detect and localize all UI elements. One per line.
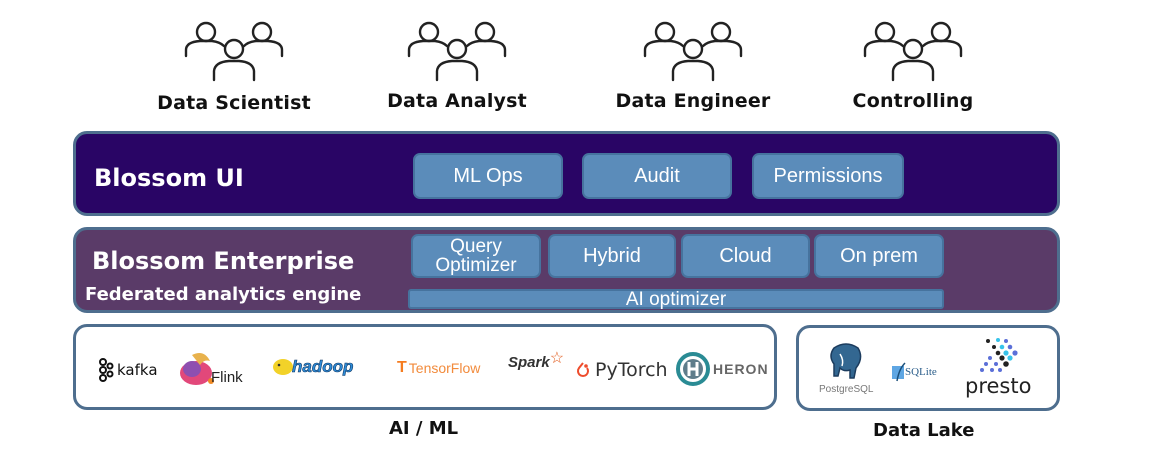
ai-ml-caption: AI / ML xyxy=(389,418,459,439)
users-group-icon xyxy=(407,21,507,82)
ai-ml-layer: kafka Flink hadoop T TensorFlow Spark ☆ … xyxy=(73,324,777,410)
postgresql-logo: PostgreSQL xyxy=(819,342,873,395)
on-prem-module: On prem xyxy=(814,234,944,278)
tensorflow-label: TensorFlow xyxy=(408,360,481,376)
ml-ops-module: ML Ops xyxy=(413,153,563,199)
hadoop-logo: hadoop xyxy=(272,357,354,377)
persona-data-engineer: Data Engineer xyxy=(593,20,793,112)
users-group-icon xyxy=(184,21,284,82)
heron-label: HERON xyxy=(713,361,769,377)
permissions-module: Permissions xyxy=(752,153,904,199)
sqlite-label: SQLite xyxy=(905,366,937,378)
heron-logo: HERON xyxy=(676,352,769,386)
blossom-enterprise-subtitle: Federated analytics engine xyxy=(85,284,362,305)
cloud-module: Cloud xyxy=(681,234,810,278)
tensorflow-logo: T TensorFlow xyxy=(397,359,480,377)
persona-data-scientist: Data Scientist xyxy=(134,20,334,114)
hadoop-label: hadoop xyxy=(292,357,354,377)
sqlite-logo: SQLite xyxy=(891,362,937,382)
persona-label: Controlling xyxy=(852,90,974,112)
ai-optimizer-bar: AI optimizer xyxy=(408,289,944,309)
flink-squirrel-icon xyxy=(180,353,214,385)
postgresql-label: PostgreSQL xyxy=(819,384,874,395)
spark-logo: Spark ☆ xyxy=(508,350,564,372)
users-group-icon xyxy=(863,21,963,82)
blossom-ui-title: Blossom UI xyxy=(94,164,244,192)
flink-logo: Flink xyxy=(178,349,243,387)
persona-controlling: Controlling xyxy=(813,20,1013,112)
data-lake-caption: Data Lake xyxy=(873,420,975,441)
hadoop-elephant-icon xyxy=(273,359,293,375)
kafka-logo: kafka xyxy=(98,358,158,382)
blossom-ui-layer: Blossom UI ML Ops Audit Permissions xyxy=(73,131,1060,216)
persona-data-analyst: Data Analyst xyxy=(357,20,557,112)
persona-label: Data Engineer xyxy=(615,90,771,112)
blossom-enterprise-title: Blossom Enterprise xyxy=(92,247,355,275)
tensorflow-icon: T xyxy=(397,359,407,376)
presto-logo: presto xyxy=(965,336,1031,398)
spark-star-icon: ☆ xyxy=(549,349,565,367)
data-lake-layer: PostgreSQL SQLite presto xyxy=(796,325,1060,411)
hybrid-module: Hybrid xyxy=(548,234,676,278)
audit-module: Audit xyxy=(582,153,732,199)
persona-label: Data Analyst xyxy=(387,90,527,112)
persona-label: Data Scientist xyxy=(157,92,311,114)
kafka-icon xyxy=(99,358,114,382)
flink-label: Flink xyxy=(211,368,243,386)
blossom-enterprise-layer: Blossom Enterprise Federated analytics e… xyxy=(73,227,1060,313)
spark-label: Spark xyxy=(508,354,550,371)
postgresql-elephant-icon xyxy=(830,343,862,379)
query-optimizer-module: Query Optimizer xyxy=(411,234,541,278)
sqlite-feather-icon xyxy=(892,362,906,382)
pytorch-label: PyTorch xyxy=(595,359,668,381)
heron-icon xyxy=(676,352,710,386)
presto-dots-icon xyxy=(980,338,1018,372)
presto-label: presto xyxy=(965,374,1032,398)
kafka-label: kafka xyxy=(117,361,158,379)
pytorch-flame-icon xyxy=(577,362,589,377)
users-group-icon xyxy=(643,21,743,82)
pytorch-logo: PyTorch xyxy=(576,359,668,381)
